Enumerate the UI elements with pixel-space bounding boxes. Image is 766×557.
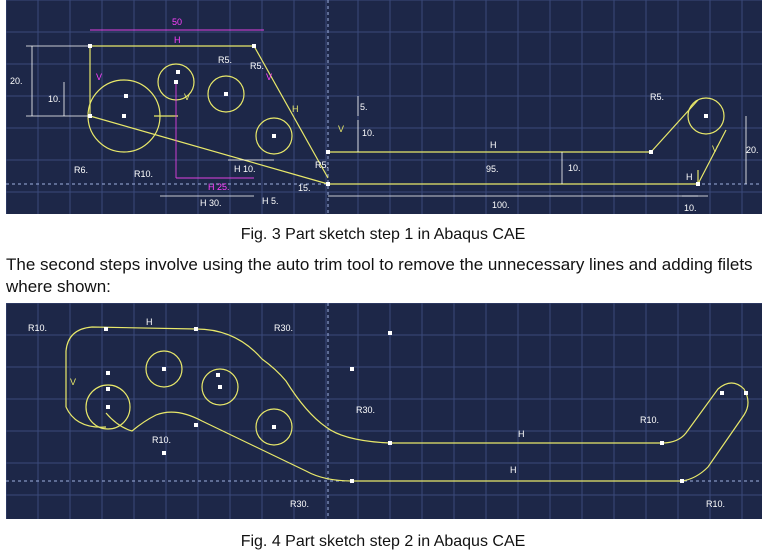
- sketch-step1-canvas: 50 H R5. R5. V V 20. 10. V R6. R10. H 10…: [6, 0, 762, 214]
- sketch-vertex: [176, 70, 180, 74]
- sketch-vertex: [106, 405, 110, 409]
- sketch-vertex: [174, 80, 178, 84]
- sketch-step2-canvas: R10. H R30. V R10. R30. H H R30. R10. R1…: [6, 303, 762, 519]
- dim-r30-bottom: R30.: [290, 499, 309, 509]
- dim-h25: H 25.: [208, 182, 230, 192]
- dim-r10-top-left: R10.: [28, 323, 47, 333]
- sketch-vertex: [104, 327, 108, 331]
- dim-r10: R10.: [134, 169, 153, 179]
- sketch-vertex: [162, 367, 166, 371]
- trimmed-geometry: [65, 326, 749, 482]
- dim-r10-bottom-right: R10.: [706, 499, 725, 509]
- dim-50: 50: [172, 17, 182, 27]
- sketch-vertex: [88, 44, 92, 48]
- grid: [6, 0, 762, 214]
- constraint-v-right: V: [712, 144, 718, 154]
- dim-r5-right: R5.: [650, 92, 664, 102]
- dim-5: 5.: [360, 102, 368, 112]
- sketch-vertex: [744, 391, 748, 395]
- sketch-vertex: [224, 92, 228, 96]
- constraint-v-left: V: [70, 377, 76, 387]
- constraint-h-mid: H: [490, 140, 497, 150]
- dim-10-right: 10.: [568, 163, 581, 173]
- instruction-paragraph: The second steps involve using the auto …: [6, 255, 753, 296]
- sketch-vertex: [326, 182, 330, 186]
- dim-95: 95.: [486, 164, 499, 174]
- sketch-geometry: [87, 45, 727, 185]
- dim-h-top: H: [174, 35, 181, 45]
- constraint-h-right: H: [686, 172, 693, 182]
- sketch-points: [104, 327, 748, 483]
- sketch-vertex: [388, 441, 392, 445]
- constraint-v-c: V: [338, 124, 344, 134]
- dimension-marks: [26, 29, 747, 197]
- dim-10-vert: 10.: [362, 128, 375, 138]
- sketch-vertex: [88, 114, 92, 118]
- sketch-vertex: [218, 385, 222, 389]
- dim-r6: R6.: [74, 165, 88, 175]
- sketch-points: [88, 44, 708, 186]
- constraint-v-left: V: [96, 72, 102, 82]
- sketch-vertex: [272, 425, 276, 429]
- sketch-vertex: [124, 94, 128, 98]
- sketch-vertex: [720, 391, 724, 395]
- constraint-v-a: V: [266, 72, 272, 82]
- sketch-vertex: [326, 150, 330, 154]
- sketch-vertex: [122, 114, 126, 118]
- dim-h30: H 30.: [200, 198, 222, 208]
- figure3-caption: Fig. 3 Part sketch step 1 in Abaqus CAE: [240, 226, 526, 243]
- dim-r10-right: R10.: [640, 415, 659, 425]
- dim-r5-c: R5.: [315, 160, 329, 170]
- sketch-vertex: [649, 150, 653, 154]
- dim-20-left: 20.: [10, 76, 23, 86]
- dim-100: 100.: [492, 200, 510, 210]
- dim-r30-top: R30.: [274, 323, 293, 333]
- sketch-vertex: [388, 331, 392, 335]
- sketch-vertex: [252, 44, 256, 48]
- sketch-vertex: [704, 114, 708, 118]
- sketch-vertex: [194, 423, 198, 427]
- dim-20-right: 20.: [746, 145, 759, 155]
- dim-h10: H 10.: [234, 164, 256, 174]
- sketch-vertex: [272, 134, 276, 138]
- constraint-h-top: H: [146, 317, 153, 327]
- dim-10-bottom: 10.: [684, 203, 697, 213]
- figure4-caption: Fig. 4 Part sketch step 2 in Abaqus CAE: [240, 533, 526, 550]
- dim-15: 15.: [298, 183, 311, 193]
- dim-10-left: 10.: [48, 94, 61, 104]
- grid: [6, 303, 762, 519]
- dim-r10-mid: R10.: [152, 435, 171, 445]
- sketch-vertex: [106, 387, 110, 391]
- sketch-vertex: [194, 327, 198, 331]
- sketch-vertex: [106, 371, 110, 375]
- sketch-vertex: [696, 182, 700, 186]
- constraint-h-mid: H: [518, 429, 525, 439]
- dim-r30-mid: R30.: [356, 405, 375, 415]
- constraint-v-b: V: [184, 92, 190, 102]
- constraint-h-low: H: [510, 465, 517, 475]
- sketch-vertex: [350, 367, 354, 371]
- sketch-vertex: [216, 373, 220, 377]
- sketch-vertex: [162, 451, 166, 455]
- sketch-vertex: [660, 441, 664, 445]
- constraint-h-small: H: [292, 104, 299, 114]
- sketch-vertex: [680, 479, 684, 483]
- dim-h5: H 5.: [262, 196, 279, 206]
- dim-r5-a: R5.: [218, 55, 232, 65]
- sketch-vertex: [350, 479, 354, 483]
- dim-r5-b: R5.: [250, 61, 264, 71]
